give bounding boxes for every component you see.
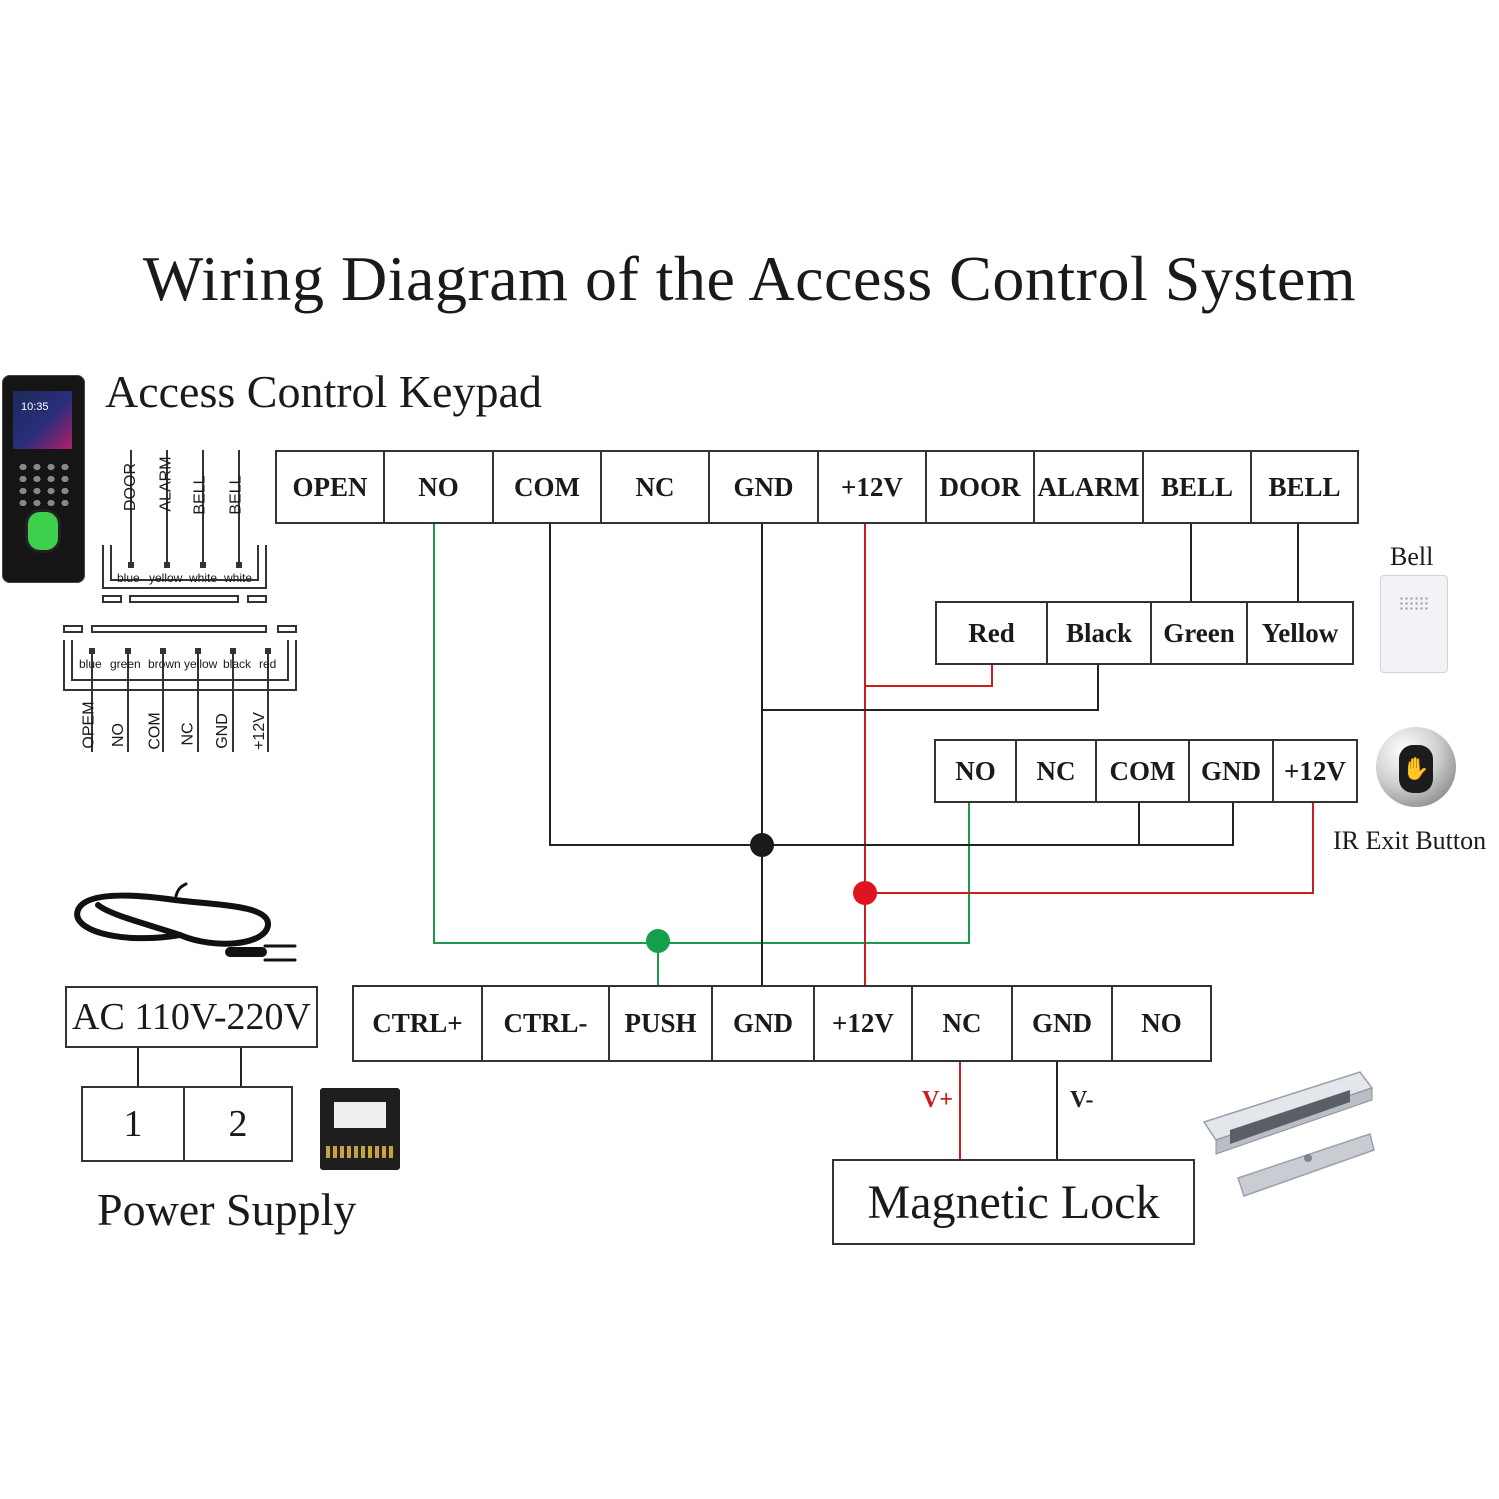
bell-label: Bell xyxy=(1390,542,1434,571)
power-cord-icon xyxy=(74,882,297,962)
keypad-pin-door: DOOR xyxy=(122,463,139,511)
exit-button-image: ✋ xyxy=(1376,727,1456,807)
controller-terminal-row: OPEN NO COM NC GND +12V DOOR ALARM BELL … xyxy=(275,450,1359,524)
ac-input-box: AC 110V-220V xyxy=(65,986,318,1048)
keypad-pin-12v: +12V xyxy=(250,712,268,750)
bell-wire-row: Red Black Green Yellow xyxy=(935,601,1354,665)
power-supply-label: Power Supply xyxy=(97,1184,357,1235)
keypad-device-image: 10:35 xyxy=(2,375,85,583)
keypad-keys xyxy=(16,461,72,509)
terminal-bell-1: BELL xyxy=(1144,452,1252,522)
bell-device-image xyxy=(1380,575,1448,673)
power-supply-terminals xyxy=(326,1146,394,1158)
gnd-junction xyxy=(750,833,774,857)
output-ctrl-plus: CTRL+ xyxy=(354,987,483,1060)
output-gnd-1: GND xyxy=(713,987,815,1060)
bell-wire-yellow: Yellow xyxy=(1261,617,1339,648)
terminal-alarm: ALARM xyxy=(1035,452,1144,522)
keypad-screen-time: 10:35 xyxy=(21,401,49,413)
terminal-door: DOOR xyxy=(927,452,1035,522)
terminal-nc: NC xyxy=(602,452,710,522)
bottom-wire-color-2: green xyxy=(110,657,141,671)
keypad-pin-no: NO xyxy=(110,723,127,747)
keypad-pin-bell-2: BELL xyxy=(227,475,245,515)
output-nc: NC xyxy=(913,987,1013,1060)
magnetic-lock-box: Magnetic Lock xyxy=(832,1159,1195,1245)
top-wire-color-3: white xyxy=(189,571,218,585)
bottom-wire-color-6: red xyxy=(259,657,277,671)
lock-vminus-label: V- xyxy=(1070,1087,1094,1113)
terminal-gnd: GND xyxy=(710,452,819,522)
terminal-no: NO xyxy=(385,452,494,522)
keypad-pin-bell-1: BELL xyxy=(191,475,209,515)
terminal-bell-2: BELL xyxy=(1268,471,1341,502)
top-wire-color-1: blue xyxy=(117,571,140,585)
exit-terminal-com: COM xyxy=(1097,741,1190,801)
top-wire-color-4: white xyxy=(224,571,253,585)
bottom-wire-color-5: black xyxy=(223,657,252,671)
power-supply-image xyxy=(320,1088,400,1170)
keypad-pin-opem: OPEM xyxy=(80,701,98,749)
output-gnd-2: GND xyxy=(1013,987,1113,1060)
keypad-pin-gnd: GND xyxy=(213,713,231,749)
hand-icon: ✋ xyxy=(1399,745,1433,793)
exit-terminal-gnd: GND xyxy=(1190,741,1274,801)
bell-speaker-grill xyxy=(1399,596,1429,612)
exit-button-terminal-row: NO NC COM GND +12V xyxy=(934,739,1358,803)
bottom-wire-color-4: yellow xyxy=(184,657,218,671)
top-wire-color-2: yellow xyxy=(149,571,183,585)
keypad-connector xyxy=(63,450,297,752)
keypad-screen: 10:35 xyxy=(13,391,72,449)
red-wire xyxy=(864,520,1314,1160)
bottom-wire-color-1: blue xyxy=(79,657,102,671)
bell-wire-green: Green xyxy=(1152,603,1248,663)
keypad-pin-alarm: ALARM xyxy=(157,456,175,512)
keypad-pin-nc: NC xyxy=(179,722,197,746)
lock-vplus-label: V+ xyxy=(922,1087,954,1113)
exit-terminal-12v: +12V xyxy=(1284,755,1346,786)
power-output-row: CTRL+ CTRL- PUSH GND +12V NC GND NO xyxy=(352,985,1212,1062)
bottom-wire-color-3: brown xyxy=(148,657,181,671)
fingerprint-sensor xyxy=(28,512,58,550)
12v-junction xyxy=(853,881,877,905)
black-wire xyxy=(137,520,1299,1160)
output-push: PUSH xyxy=(610,987,713,1060)
power-terminal-row: 1 2 xyxy=(81,1086,293,1162)
magnetic-lock-image xyxy=(1202,1071,1375,1197)
output-12v: +12V xyxy=(815,987,913,1060)
bell-wire-red: Red xyxy=(937,603,1048,663)
bell-wire-black: Black xyxy=(1048,603,1152,663)
keypad-label: Access Control Keypad xyxy=(105,366,542,417)
terminal-open: OPEN xyxy=(277,452,385,522)
power-terminal-2: 2 xyxy=(228,1103,248,1145)
terminal-com: COM xyxy=(494,452,602,522)
green-wire xyxy=(433,520,970,986)
keypad-pin-com: COM xyxy=(146,712,164,750)
output-ctrl-minus: CTRL- xyxy=(483,987,610,1060)
diagram-title: Wiring Diagram of the Access Control Sys… xyxy=(142,243,1357,314)
exit-terminal-nc: NC xyxy=(1017,741,1097,801)
terminal-12v: +12V xyxy=(819,452,927,522)
power-supply-plate xyxy=(334,1102,386,1128)
exit-button-label: IR Exit Button xyxy=(1333,826,1487,855)
output-no: NO xyxy=(1141,1008,1182,1038)
power-terminal-1: 1 xyxy=(83,1088,185,1160)
exit-terminal-no: NO xyxy=(936,741,1017,801)
push-junction xyxy=(646,929,670,953)
